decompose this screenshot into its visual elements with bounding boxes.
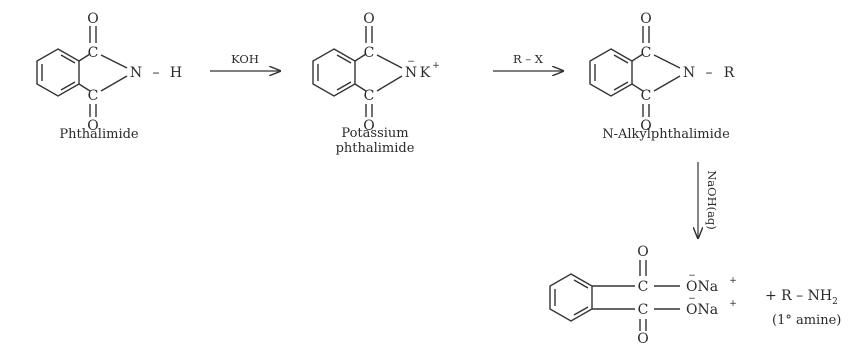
bond-dash: –	[706, 65, 713, 81]
carbonyl-carbon-top: C	[88, 45, 99, 61]
label-phthalimide-2: phthalimide	[336, 141, 415, 156]
sodium-phthalate-structure: C C O O − ONa + − ONa +	[549, 244, 737, 345]
oxygen-top: O	[87, 11, 98, 27]
oxygen-bottom: O	[640, 118, 651, 134]
nitrogen: N	[405, 65, 417, 81]
oxygen-top: O	[637, 244, 648, 260]
reagent-koh: KOH	[231, 52, 259, 66]
label-n-alkylphthalimide: N-Alkylphthalimide	[602, 127, 730, 142]
oxygen-bottom: O	[87, 118, 98, 134]
carbonyl-carbon-top: C	[364, 45, 375, 61]
alkyl-group: R	[724, 65, 735, 81]
reagent-naoh: NaOH(aq)	[705, 170, 719, 230]
benzene-ring	[36, 48, 80, 97]
oxygen-top: O	[363, 11, 374, 27]
benzene-ring	[549, 273, 593, 322]
positive-charge: +	[432, 61, 440, 71]
carbonyl-carbon-bottom: C	[88, 88, 99, 104]
sodium-oxide-bottom: ONa	[686, 302, 718, 318]
carbonyl-carbon-top: C	[641, 45, 652, 61]
positive-charge-top: +	[729, 276, 737, 286]
sodium-oxide-top: ONa	[686, 279, 718, 295]
amine-note: (1° amine)	[772, 313, 841, 328]
positive-charge-bottom: +	[729, 299, 737, 309]
carbonyl-carbon-bottom: C	[364, 88, 375, 104]
potassium: K	[420, 65, 431, 81]
benzene-ring	[589, 48, 633, 97]
negative-charge-bottom: −	[688, 294, 696, 304]
phthalimide-structure: C C O O N – H	[36, 11, 182, 134]
label-potassium: Potassium	[341, 126, 408, 141]
benzene-ring	[312, 48, 356, 97]
oxygen-bottom: O	[363, 118, 374, 134]
oxygen-bottom: O	[637, 331, 648, 345]
amine-formula: + R – NH2	[765, 288, 838, 307]
nitrogen: N	[683, 65, 695, 81]
negative-charge-top: −	[688, 271, 696, 281]
hydrogen: H	[170, 65, 182, 81]
reagent-alkyl-halide: R – X	[513, 52, 544, 66]
carbonyl-carbon-bottom: C	[641, 88, 652, 104]
nitrogen: N	[130, 65, 142, 81]
carboxylate-carbon-top: C	[638, 279, 649, 295]
n-alkylphthalimide-structure: C C O O N – R	[589, 11, 735, 134]
potassium-phthalimide-structure: C C O O − N K +	[312, 11, 440, 134]
primary-amine-byproduct: + R – NH2 (1° amine)	[765, 288, 841, 328]
negative-charge: −	[407, 57, 415, 67]
label-phthalimide: Phthalimide	[59, 127, 139, 142]
carboxylate-carbon-bottom: C	[638, 302, 649, 318]
oxygen-top: O	[640, 11, 651, 27]
bond-dash: –	[153, 65, 160, 81]
